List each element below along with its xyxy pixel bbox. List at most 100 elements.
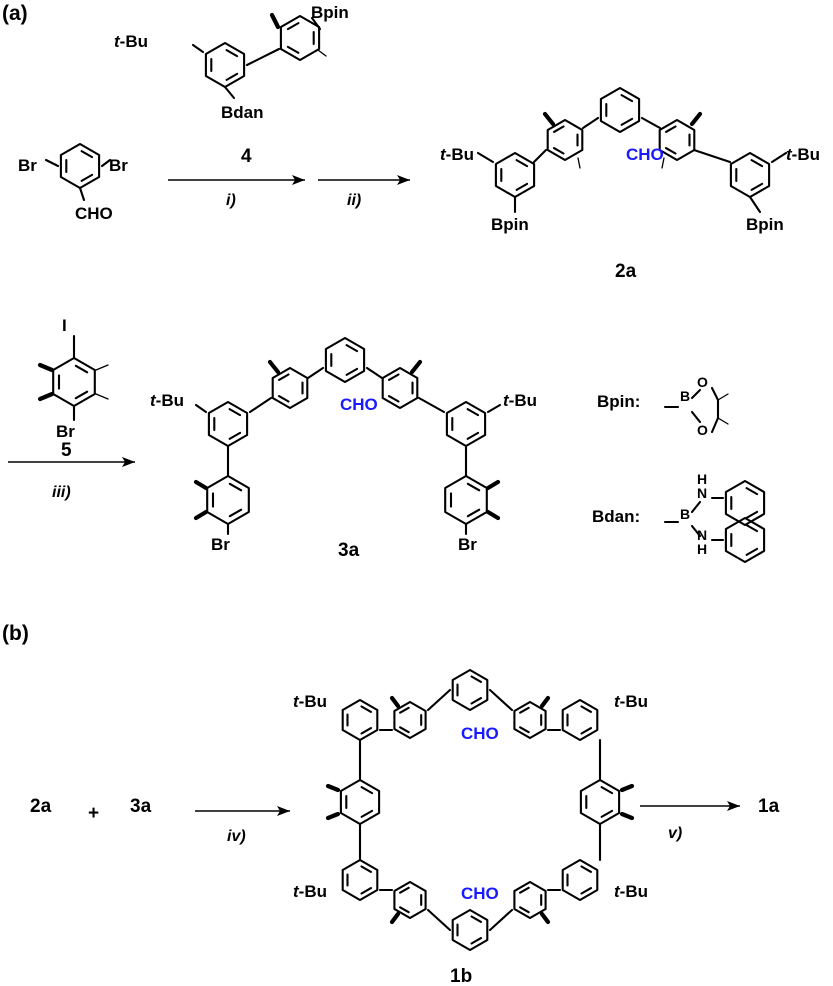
bond: [194, 403, 208, 414]
double-bond: [228, 431, 242, 440]
double-bond: [580, 865, 593, 873]
double-bond: [466, 508, 481, 518]
compound-label-3a: 3a: [130, 796, 152, 817]
double-bond: [387, 395, 400, 403]
bond: [532, 148, 548, 164]
compound-label-2a: 2a: [615, 261, 637, 282]
double-bond: [399, 706, 410, 714]
methyl-group: [95, 393, 109, 400]
double-bond: [515, 182, 529, 191]
double-bond: [466, 431, 480, 440]
double-bond: [580, 727, 593, 735]
double-bond: [470, 915, 483, 923]
methyl-group: [37, 391, 55, 402]
double-bond: [745, 510, 759, 519]
double-bond: [580, 887, 593, 895]
benzene-ring: [599, 86, 641, 134]
substituent-bdan: Bdan: [221, 103, 264, 122]
bond: [223, 85, 236, 100]
bond: [248, 396, 273, 414]
methyl-group: [717, 417, 729, 425]
double-bond: [387, 373, 400, 381]
bond: [426, 908, 452, 932]
double-bond: [74, 390, 89, 400]
plus-sign: +: [88, 803, 99, 824]
compound-label-5: 5: [61, 440, 72, 461]
double-bond: [228, 508, 243, 518]
double-bond: [228, 408, 242, 417]
compound-label-3a: 3a: [338, 540, 360, 561]
methyl-group: [661, 157, 665, 169]
benzene-ring: [513, 700, 547, 740]
substituent-tbu: t-Bu: [614, 692, 648, 711]
methyl-group: [542, 111, 556, 127]
benzene-ring: [451, 668, 489, 712]
methyl-group: [619, 811, 635, 821]
legend-oxygen: O: [697, 422, 708, 438]
methyl-group: [577, 157, 581, 169]
bond: [310, 16, 322, 31]
arrowhead: [122, 457, 135, 467]
panel-label-a: (a): [2, 2, 28, 25]
double-bond: [519, 886, 530, 894]
double-bond: [552, 147, 565, 155]
bond: [245, 47, 281, 67]
substituent-br: Br: [211, 535, 230, 554]
methyl-group: [539, 695, 551, 709]
methyl-group: [193, 509, 209, 521]
methyl-group: [717, 393, 729, 401]
arrowhead: [397, 175, 410, 185]
substituent-bpin: Bpin: [746, 215, 784, 234]
legend-nitrogen: N: [697, 485, 707, 501]
substituent-cho: CHO: [626, 145, 664, 164]
legend-bdan-label: Bdan:: [592, 507, 640, 526]
methyl-group: [389, 695, 401, 709]
condition-i: i): [226, 192, 236, 209]
substituent-tbu: t-Bu: [293, 692, 327, 711]
double-bond: [470, 937, 483, 945]
methyl-group: [325, 811, 341, 821]
legend-hydrogen: H: [697, 541, 707, 557]
legend-nitrogen: N: [697, 527, 707, 543]
bond: [306, 366, 325, 380]
condition-v: v): [668, 825, 682, 842]
double-bond: [600, 786, 614, 795]
substituent-br: Br: [56, 422, 75, 441]
double-bond: [360, 809, 374, 818]
substituent-cho: CHO: [75, 204, 113, 223]
condition-ii: ii): [347, 192, 361, 209]
substituent-cho: CHO: [340, 395, 378, 414]
bond: [690, 388, 702, 400]
methyl-group: [269, 12, 281, 30]
double-bond: [470, 697, 483, 705]
bond: [710, 416, 720, 434]
bond: [690, 410, 702, 424]
double-bond: [360, 705, 373, 713]
double-bond: [225, 72, 239, 81]
bond: [191, 43, 205, 54]
methyl-group: [37, 362, 55, 373]
double-bond: [580, 705, 593, 713]
benzene-ring: [451, 908, 489, 952]
methyl-group: [267, 359, 281, 375]
double-bond: [470, 675, 483, 683]
substituent-cho: CHO: [461, 724, 499, 743]
substituent-tbu: t-Bu: [786, 145, 820, 164]
molecular-structures: [8, 12, 788, 952]
double-bond: [360, 727, 373, 735]
benzene-ring: [393, 700, 427, 740]
double-bond: [286, 45, 300, 54]
bond: [710, 386, 720, 402]
compound-label-1b: 1b: [450, 966, 472, 986]
methyl-group: [485, 509, 501, 521]
bond: [417, 396, 446, 414]
benzene-ring: [341, 858, 379, 902]
double-bond: [466, 482, 481, 492]
benzene-ring: [658, 118, 696, 162]
double-bond: [750, 182, 764, 191]
methyl-group: [317, 49, 327, 57]
bond: [426, 688, 452, 712]
compound-label-4: 4: [241, 146, 252, 167]
bond: [748, 195, 762, 214]
substituent-tbu: t-Bu: [150, 391, 184, 410]
